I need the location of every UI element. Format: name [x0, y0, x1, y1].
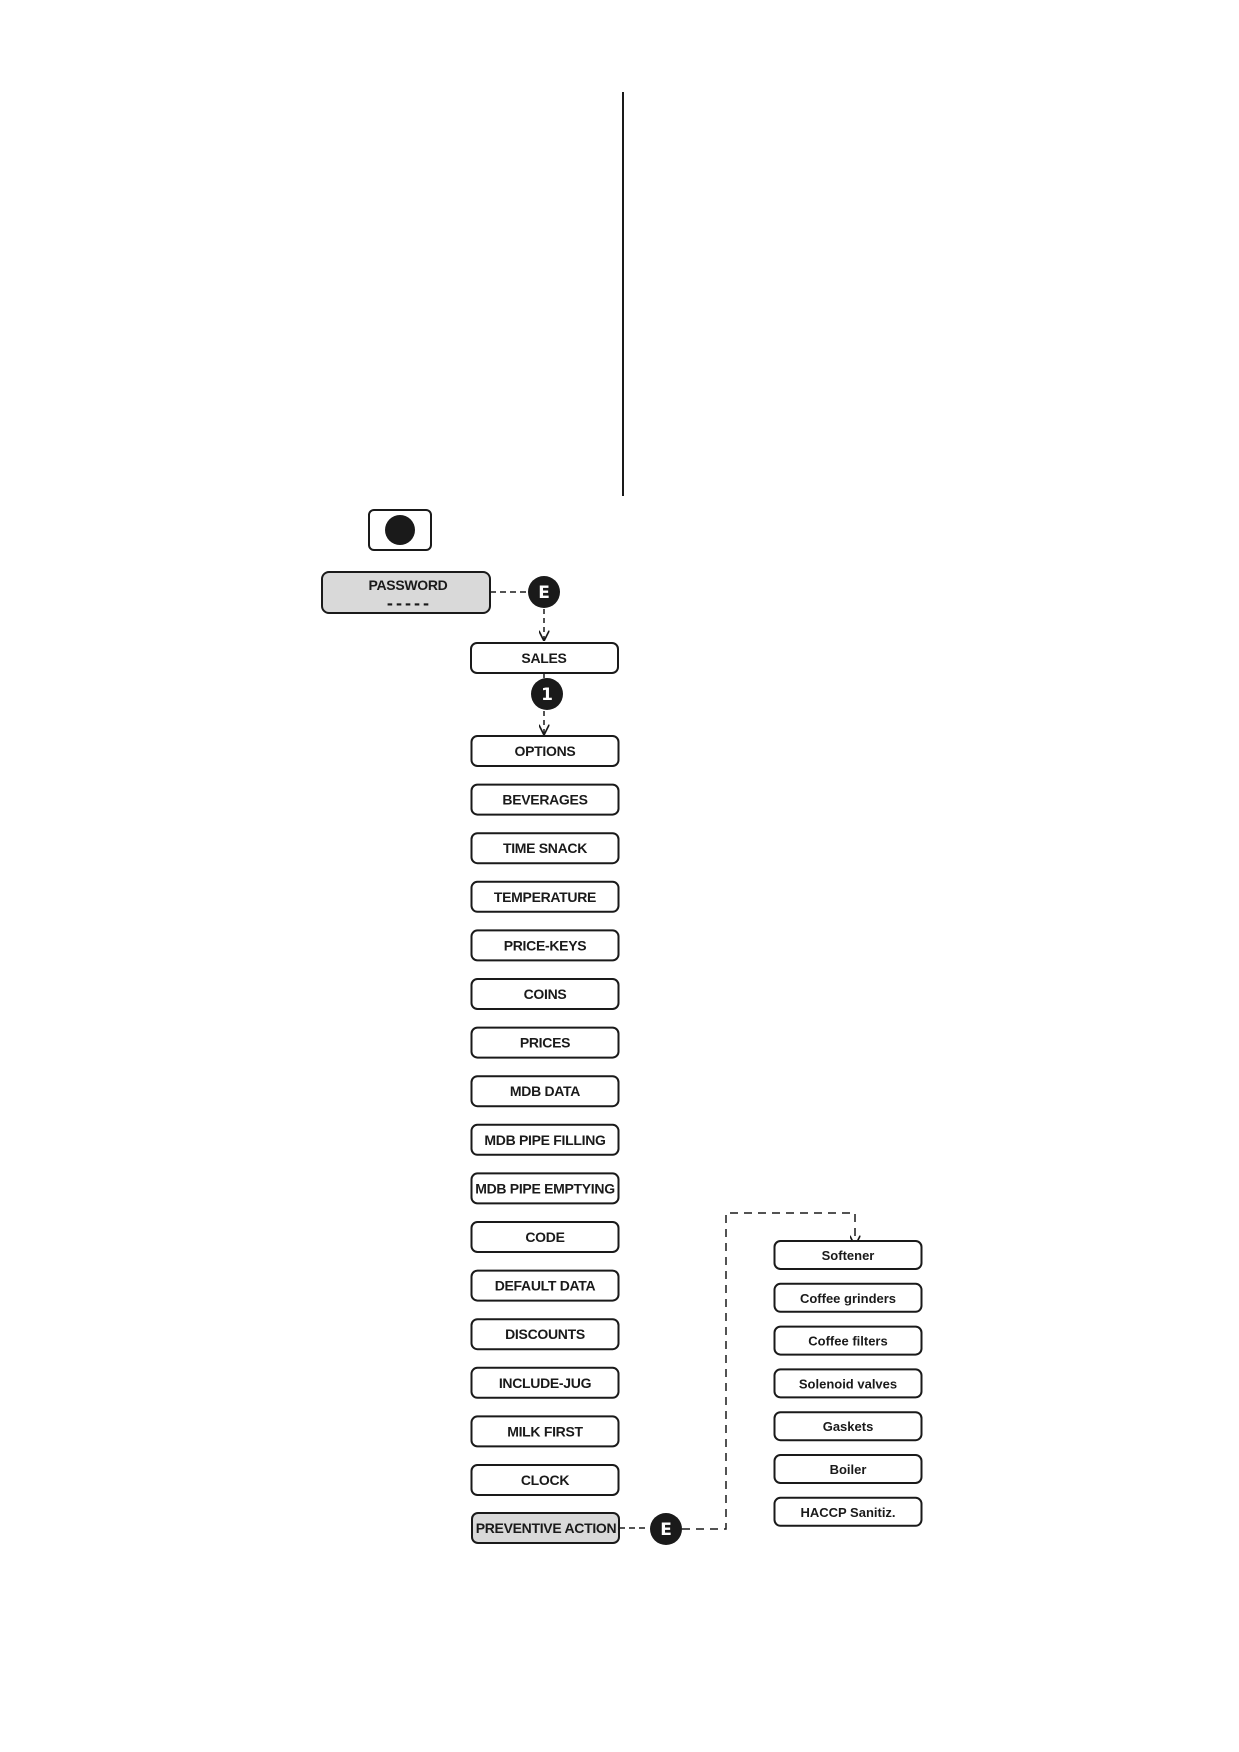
menu-item-label: MILK FIRST — [507, 1423, 583, 1439]
menu-item-label: MDB PIPE EMPTYING — [475, 1180, 615, 1196]
menu-item-label: PRICE-KEYS — [504, 937, 587, 953]
submenu-item-label: HACCP Sanitiz. — [800, 1505, 895, 1520]
menu-item-label: PRICES — [520, 1035, 570, 1051]
sales-box: SALES — [470, 642, 619, 674]
key-one-icon: 1 — [531, 678, 563, 710]
submenu-item-label: Coffee filters — [808, 1334, 887, 1349]
enter-key-icon-2: E — [650, 1513, 682, 1545]
submenu-item-boiler: Boiler — [773, 1454, 923, 1484]
preventive-action-label: PREVENTIVE ACTION — [476, 1520, 617, 1536]
menu-item-mdb-data: MDB DATA — [470, 1075, 620, 1108]
menu-list: OPTIONS BEVERAGES TIME SNACK TEMPERATURE PRI… — [470, 735, 620, 1496]
programming-key-icon — [368, 509, 432, 551]
submenu-item-label: Coffee grinders — [800, 1291, 896, 1306]
submenu-item-label: Gaskets — [823, 1419, 874, 1434]
menu-item-label: DEFAULT DATA — [495, 1278, 596, 1294]
preventive-action-box: PREVENTIVE ACTION — [471, 1512, 620, 1544]
enter-to-submenu-connector — [682, 1212, 855, 1530]
menu-item-time-snack: TIME SNACK — [470, 832, 620, 865]
submenu-item-label: Boiler — [830, 1462, 867, 1477]
menu-item-clock: CLOCK — [470, 1464, 620, 1496]
menu-item-label: CLOCK — [521, 1472, 569, 1488]
submenu-item-haccp-sanitiz: HACCP Sanitiz. — [773, 1496, 923, 1527]
password-box: PASSWORD ----- — [321, 571, 491, 614]
sales-label: SALES — [521, 650, 566, 666]
menu-item-coins: COINS — [470, 978, 620, 1010]
submenu-item-label: Solenoid valves — [799, 1376, 897, 1391]
menu-item-price-keys: PRICE-KEYS — [470, 929, 620, 962]
svg-text:E: E — [538, 583, 550, 603]
menu-item-prices: PRICES — [470, 1026, 620, 1059]
svg-text:1: 1 — [541, 685, 553, 705]
menu-item-label: INCLUDE-JUG — [499, 1375, 592, 1391]
menu-item-label: TEMPERATURE — [494, 889, 596, 905]
enter-key-icon: E — [528, 576, 560, 608]
submenu-item-coffee-grinders: Coffee grinders — [773, 1282, 923, 1313]
menu-item-milk-first: MILK FIRST — [470, 1415, 620, 1448]
menu-item-default-data: DEFAULT DATA — [470, 1269, 620, 1302]
menu-item-discounts: DISCOUNTS — [470, 1318, 620, 1351]
menu-item-temperature: TEMPERATURE — [470, 880, 620, 913]
submenu-item-label: Softener — [822, 1248, 875, 1263]
menu-item-label: DISCOUNTS — [505, 1326, 585, 1342]
menu-item-mdb-pipe-filling: MDB PIPE FILLING — [470, 1123, 620, 1156]
menu-item-label: CODE — [525, 1229, 564, 1245]
menu-item-beverages: BEVERAGES — [470, 783, 620, 816]
password-label: PASSWORD — [368, 577, 447, 593]
password-dashes: ----- — [385, 595, 430, 613]
menu-item-mdb-pipe-emptying: MDB PIPE EMPTYING — [470, 1172, 620, 1205]
svg-text:E: E — [660, 1520, 672, 1540]
submenu-item-solenoid-valves: Solenoid valves — [773, 1368, 923, 1399]
menu-item-label: MDB PIPE FILLING — [484, 1132, 606, 1148]
menu-item-label: TIME SNACK — [503, 840, 587, 856]
menu-item-label: BEVERAGES — [502, 792, 587, 808]
menu-item-code: CODE — [470, 1221, 620, 1253]
menu-item-include-jug: INCLUDE-JUG — [470, 1366, 620, 1399]
menu-item-label: OPTIONS — [515, 743, 576, 759]
menu-item-options: OPTIONS — [470, 735, 620, 767]
submenu-item-coffee-filters: Coffee filters — [773, 1325, 923, 1356]
submenu-item-gaskets: Gaskets — [773, 1411, 923, 1442]
submenu-item-softener: Softener — [773, 1240, 923, 1270]
menu-item-label: COINS — [524, 986, 567, 1002]
menu-item-label: MDB DATA — [510, 1083, 580, 1099]
